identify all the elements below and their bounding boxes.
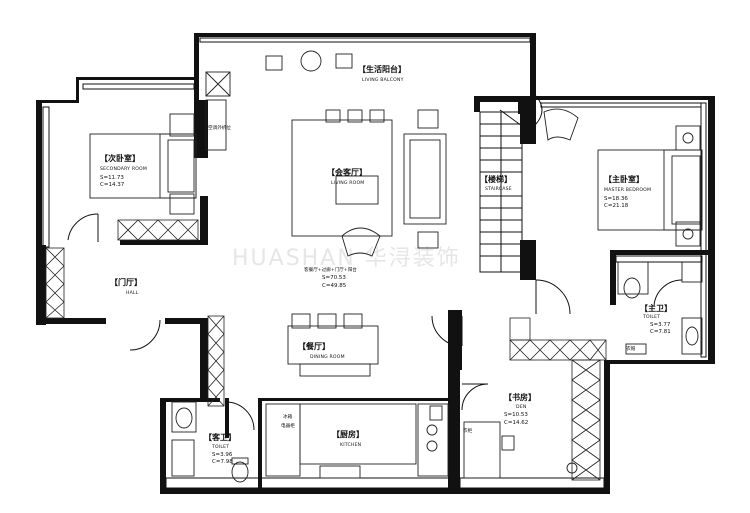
public-area-c: C=49.85 xyxy=(322,283,347,289)
living-room-furniture xyxy=(291,109,447,257)
den-furniture xyxy=(461,359,601,481)
kitchen-cn: 【厨房】 xyxy=(332,429,364,439)
living-room-en: LIVING ROOM xyxy=(331,180,364,186)
door-swings xyxy=(129,315,463,351)
corridor-cabinets xyxy=(509,279,607,361)
guest-toilet-en: TOILET xyxy=(211,444,229,450)
secondary-bedroom-perimeter: C=14.37 xyxy=(100,182,125,188)
staircase-en: STAIRCASE xyxy=(485,186,512,192)
public-area-s: S=70.53 xyxy=(322,275,346,281)
secondary-bedroom-furniture xyxy=(67,113,199,242)
den-perimeter: C=14.62 xyxy=(504,420,528,426)
guest-toilet-cn: 【客卫】 xyxy=(204,432,236,442)
hall-cabinets xyxy=(45,247,225,407)
fridge-note: 冰箱 xyxy=(283,413,293,420)
master-bedroom-area: S=18.36 xyxy=(604,196,628,202)
master-bedroom-cn: 【主卧室】 xyxy=(604,174,644,184)
master-bedroom-furniture xyxy=(535,95,703,247)
hall-en: HALL xyxy=(126,290,139,296)
master-toilet-cn: 【主卫】 xyxy=(640,303,672,313)
secondary-bedroom-cn: 【次卧室】 xyxy=(100,153,140,163)
hall-cn: 【门厅】 xyxy=(110,277,142,287)
dressing-note: 衣柜 xyxy=(463,427,473,434)
public-area-text: 客餐厅+过廊+门厅+阳台 xyxy=(304,266,357,273)
watermark: HUASHAN 华浔装饰 xyxy=(232,246,461,271)
master-bedroom-perimeter: C=21.18 xyxy=(604,203,629,209)
master-toilet-en: TOILET xyxy=(642,314,660,320)
den-area: S=10.53 xyxy=(504,412,528,418)
staircase-steps xyxy=(479,109,523,273)
den-en: DEN xyxy=(516,404,526,410)
appliance-cabinet-note: 电器柜 xyxy=(281,422,295,429)
master-toilet-perimeter: C=7.81 xyxy=(650,329,671,335)
air-con-note: 空调外机位 xyxy=(208,124,231,131)
dining-room-en: DINING ROOM xyxy=(310,354,345,360)
staircase-cn: 【楼梯】 xyxy=(480,174,512,184)
kitchen-en: KITCHEN xyxy=(340,442,361,448)
secondary-bedroom-en: SECONDARY ROOM xyxy=(100,166,147,172)
master-bedroom-en: MASTER BEDROOM xyxy=(604,187,651,193)
room-labels: 【生活阳台】 LIVING BALCONY 【次卧室】 SECONDARY RO… xyxy=(100,64,672,465)
balcony-furniture xyxy=(205,50,353,151)
guest-toilet-area: S=3.96 xyxy=(212,452,233,458)
guest-toilet-fixtures xyxy=(171,401,255,483)
master-toilet-fixtures xyxy=(615,255,703,355)
secondary-bedroom-area: S=11.73 xyxy=(100,175,124,181)
kitchen-fixtures xyxy=(265,403,449,479)
guest-toilet-perimeter: C=7.98 xyxy=(212,459,233,465)
wardrobe-note: 衣帽 xyxy=(626,345,636,352)
living-balcony-en: LIVING BALCONY xyxy=(362,77,404,83)
den-cn: 【书房】 xyxy=(504,392,536,402)
living-balcony-cn: 【生活阳台】 xyxy=(358,64,406,74)
living-room-cn: 【会客厅】 xyxy=(327,167,367,177)
dining-furniture xyxy=(287,313,379,377)
dining-room-cn: 【餐厅】 xyxy=(298,341,330,351)
master-toilet-area: S=3.77 xyxy=(650,322,671,328)
